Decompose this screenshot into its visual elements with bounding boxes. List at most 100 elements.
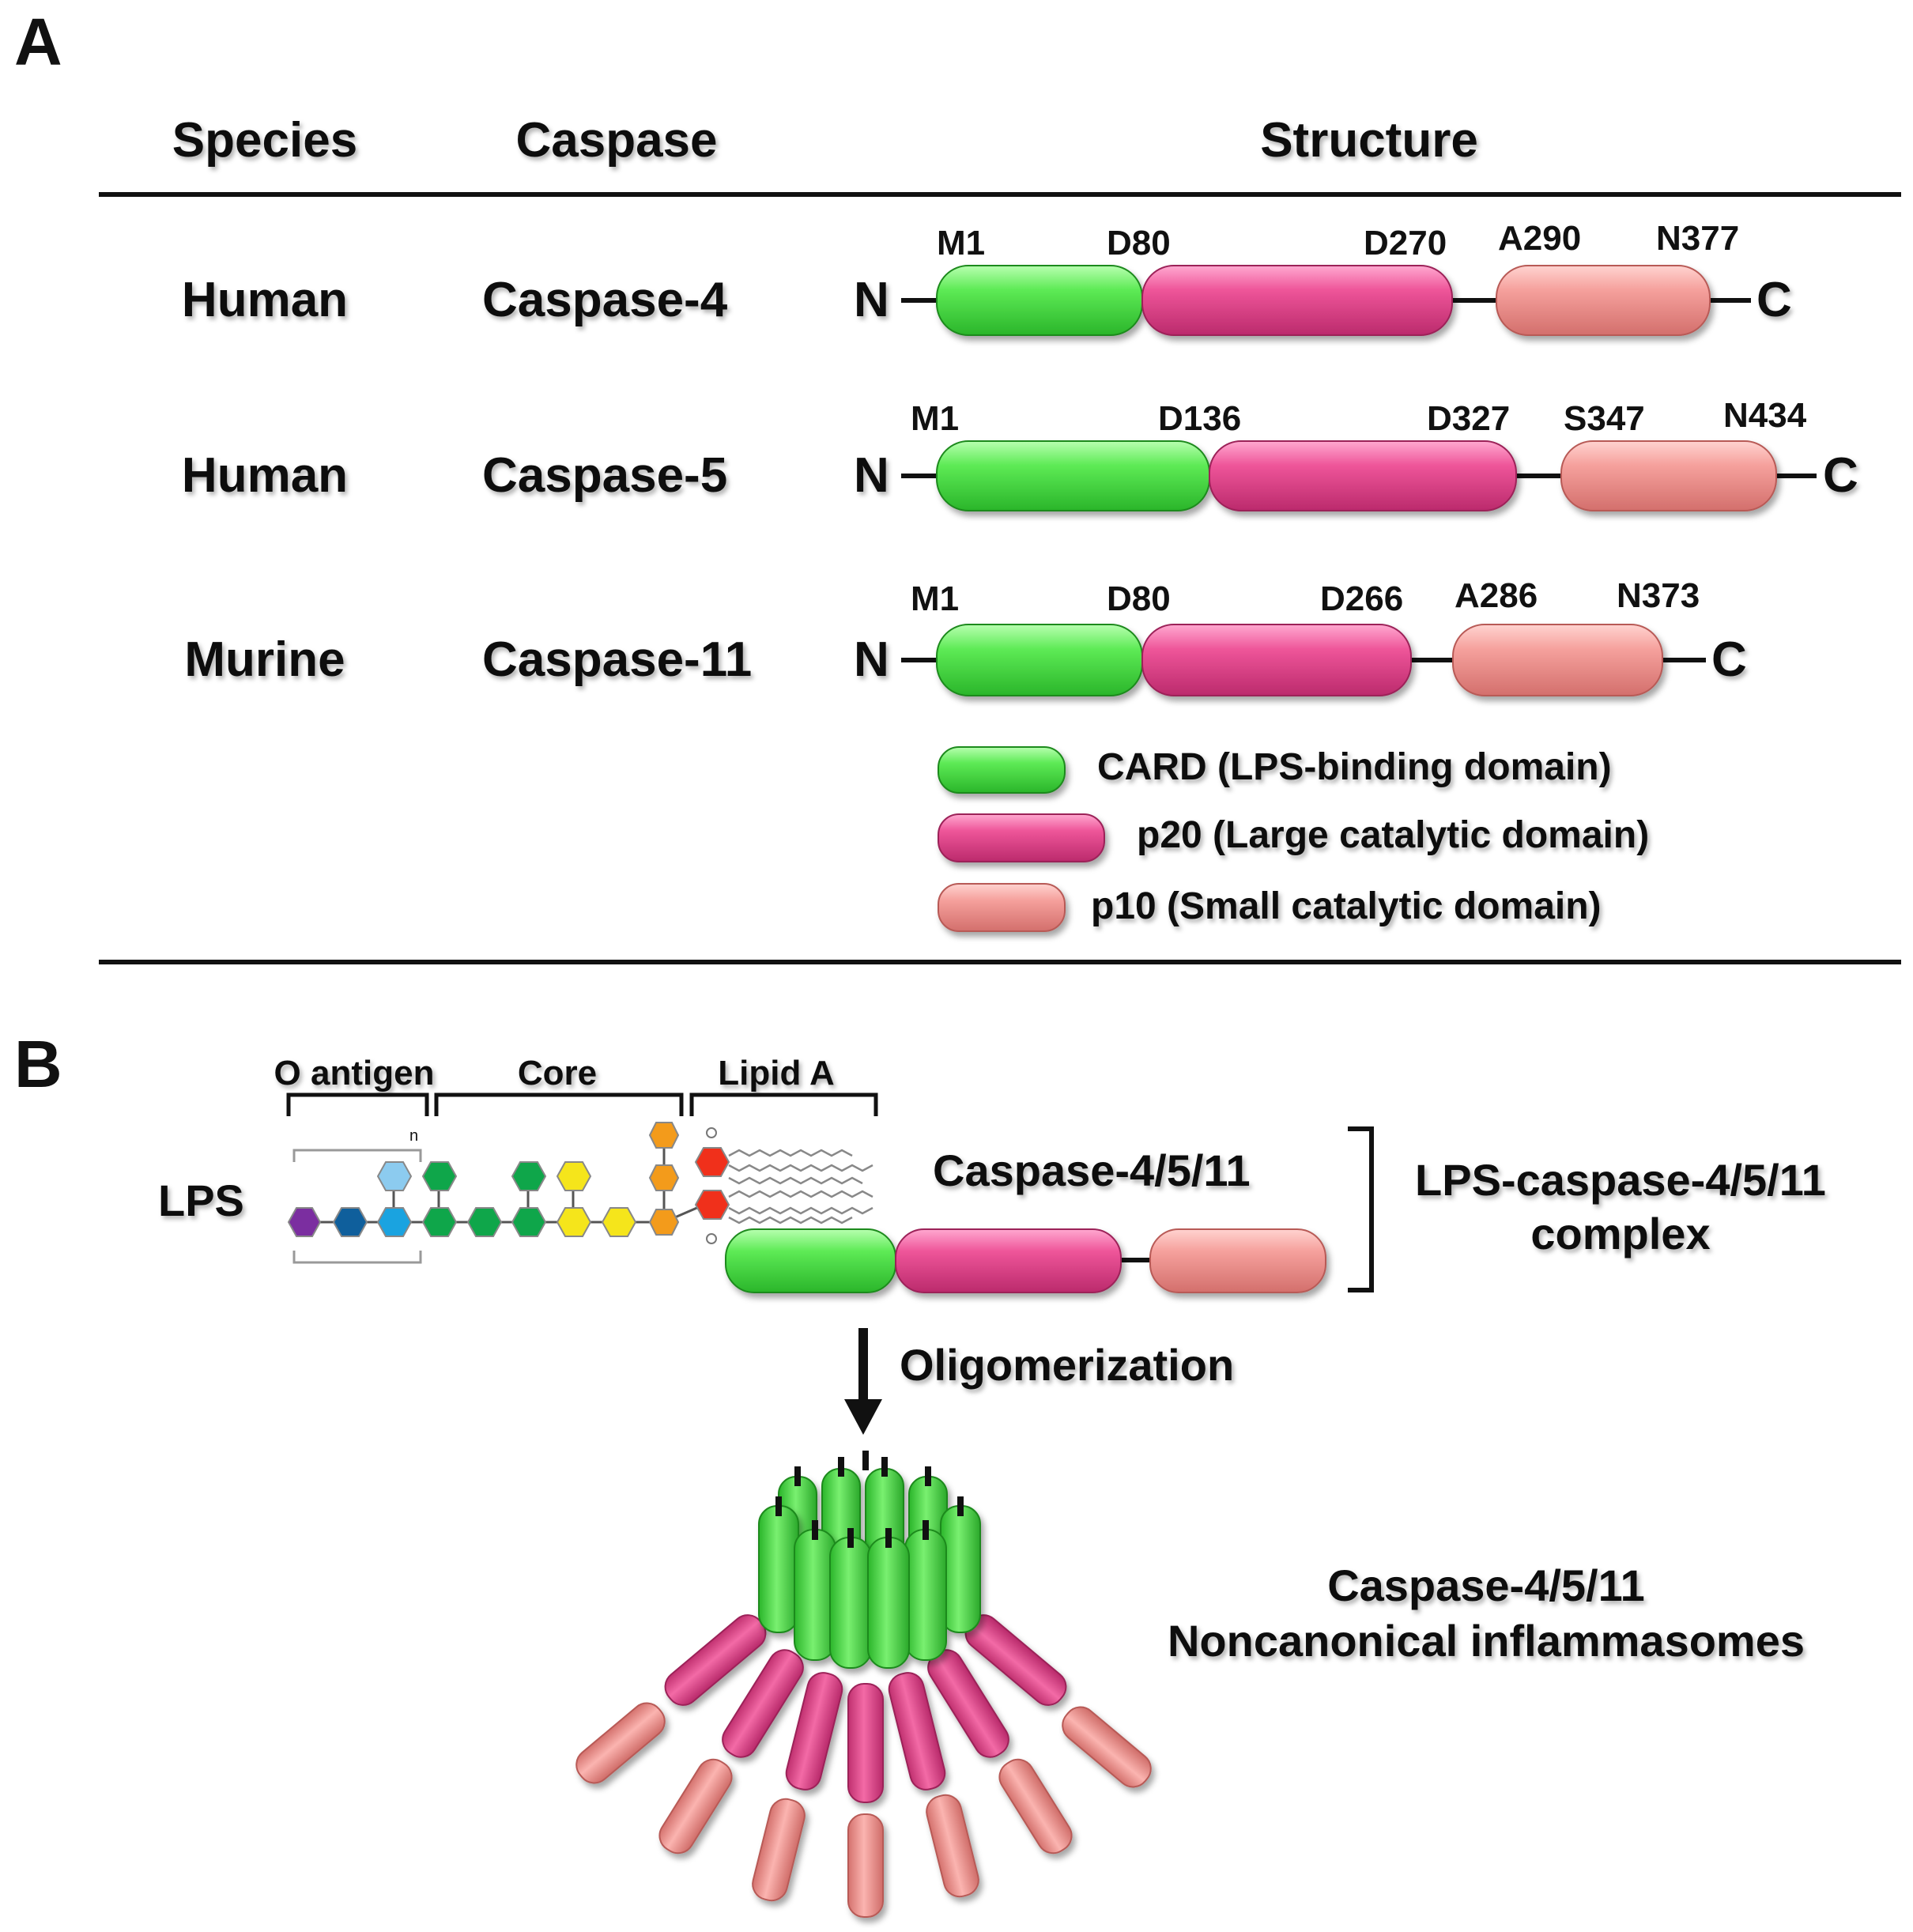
- p20-domain: [1209, 440, 1517, 511]
- blue-sugar-icon: [376, 1207, 413, 1237]
- lps-stubs-icon: [775, 1451, 964, 1548]
- row-caspase: Caspase-4: [482, 273, 728, 327]
- card-rod: [904, 1529, 947, 1661]
- repeat-bracket-top: [292, 1149, 422, 1162]
- repeat-bracket-bottom: [292, 1251, 422, 1264]
- table-row: Human Caspase-5 N C M1 D136 D327 S347 N4…: [182, 396, 1858, 511]
- phosphate-icon: [706, 1233, 717, 1244]
- p10-rod: [926, 1794, 979, 1898]
- core-label: Core: [518, 1054, 597, 1092]
- n-terminus-label: N: [854, 632, 889, 687]
- o-antigen-label: O antigen: [274, 1054, 435, 1092]
- site-label: D80: [1107, 224, 1171, 262]
- card-rod: [829, 1537, 872, 1669]
- site-label: D270: [1364, 224, 1447, 262]
- lipid-a-label: Lipid A: [718, 1054, 834, 1092]
- card-domain: [936, 624, 1143, 696]
- site-label: D327: [1427, 399, 1510, 438]
- site-label: D266: [1320, 579, 1403, 618]
- c-terminus-label: C: [1823, 448, 1858, 503]
- site-label: D136: [1158, 399, 1241, 438]
- row-species: Human: [182, 273, 348, 327]
- lipid-a-bracket: [689, 1092, 878, 1116]
- table-row: Human Caspase-4 N C M1 D80 D270 A290 N37…: [182, 219, 1792, 336]
- n-terminus-label: N: [854, 448, 889, 503]
- repeat-n-label: n: [409, 1127, 418, 1145]
- card-domain: [725, 1228, 896, 1293]
- site-label: A290: [1498, 219, 1581, 258]
- n-terminus-label: N: [854, 273, 889, 327]
- darkblue-sugar-icon: [332, 1207, 368, 1237]
- lps-bound-caspase: [725, 1228, 1326, 1293]
- lps-molecule: n: [287, 1122, 873, 1264]
- purple-sugar-icon: [287, 1207, 322, 1237]
- header-structure: Structure: [1260, 113, 1478, 168]
- noncanonical-inflammasome-oligomer: [575, 1451, 1152, 1918]
- complex-label-line2: complex: [1530, 1209, 1710, 1258]
- green-sugar-icon: [421, 1207, 458, 1237]
- green-sugar-icon: [466, 1207, 503, 1237]
- site-label: D80: [1107, 579, 1171, 618]
- green-sugar-icon: [511, 1207, 547, 1237]
- row-species: Human: [182, 448, 348, 503]
- card-rod: [867, 1537, 910, 1669]
- p10-rod: [575, 1702, 666, 1784]
- p20-rod: [847, 1683, 884, 1803]
- site-label: M1: [911, 579, 959, 618]
- acyl-chains-icon: [728, 1149, 873, 1224]
- row-species: Murine: [184, 632, 345, 687]
- p20-rod: [722, 1649, 804, 1758]
- green-sugar-icon: [421, 1161, 458, 1191]
- row-caspase: Caspase-11: [482, 632, 752, 687]
- p10-rod: [847, 1813, 884, 1918]
- site-label: M1: [911, 399, 959, 438]
- panel-b-letter: B: [14, 1027, 62, 1101]
- p10-rod: [998, 1758, 1073, 1855]
- legend-p20-label: p20 (Large catalytic domain): [1137, 814, 1649, 856]
- p10-domain: [1149, 1228, 1326, 1293]
- c-terminus-label: C: [1711, 632, 1747, 687]
- orange-kdo-icon: [648, 1209, 680, 1236]
- green-sugar-icon: [511, 1161, 547, 1191]
- p20-domain: [1141, 624, 1412, 696]
- phosphate-icon: [706, 1127, 717, 1138]
- site-label: N377: [1656, 219, 1739, 258]
- legend-card-swatch: [938, 746, 1066, 794]
- site-label: A286: [1455, 576, 1538, 615]
- red-glucosamine-icon: [694, 1190, 730, 1220]
- legend-p10-label: p10 (Small catalytic domain): [1091, 885, 1602, 927]
- p10-rod: [752, 1798, 806, 1902]
- legend-p10-swatch: [938, 883, 1066, 932]
- card-domain: [936, 265, 1143, 336]
- inflammasome-label-line1: Caspase-4/5/11: [1327, 1560, 1645, 1610]
- o-antigen-bracket: [286, 1092, 429, 1116]
- table-row: Murine Caspase-11 N C M1 D80 D266 A286 N…: [184, 576, 1747, 696]
- arrow-head-icon: [844, 1399, 882, 1435]
- orange-kdo-icon: [648, 1122, 680, 1149]
- p20-domain: [1141, 265, 1453, 336]
- yellow-sugar-icon: [556, 1207, 592, 1237]
- p10-domain: [1560, 440, 1777, 511]
- header-caspase: Caspase: [515, 113, 717, 168]
- site-label: M1: [937, 224, 985, 262]
- legend-p20-swatch: [938, 813, 1105, 862]
- red-glucosamine-icon: [694, 1147, 730, 1177]
- site-label: N373: [1617, 576, 1700, 615]
- yellow-sugar-icon: [601, 1207, 637, 1237]
- p10-domain: [1496, 265, 1711, 336]
- panel-a-letter: A: [14, 5, 62, 79]
- lps-label: LPS: [158, 1175, 244, 1225]
- c-terminus-label: C: [1756, 273, 1792, 327]
- site-label: N434: [1723, 396, 1807, 435]
- orange-kdo-icon: [648, 1164, 680, 1191]
- p20-domain: [895, 1228, 1122, 1293]
- p20-rod: [888, 1672, 946, 1790]
- yellow-sugar-icon: [556, 1161, 592, 1191]
- oligomerization-label: Oligomerization: [900, 1340, 1234, 1390]
- p20-rod: [785, 1672, 843, 1790]
- card-rod: [758, 1505, 799, 1633]
- p10-rod: [658, 1758, 733, 1855]
- domain-legend: CARD (LPS-binding domain) p20 (Large cat…: [938, 746, 1649, 932]
- caspase-label: Caspase-4/5/11: [933, 1145, 1251, 1195]
